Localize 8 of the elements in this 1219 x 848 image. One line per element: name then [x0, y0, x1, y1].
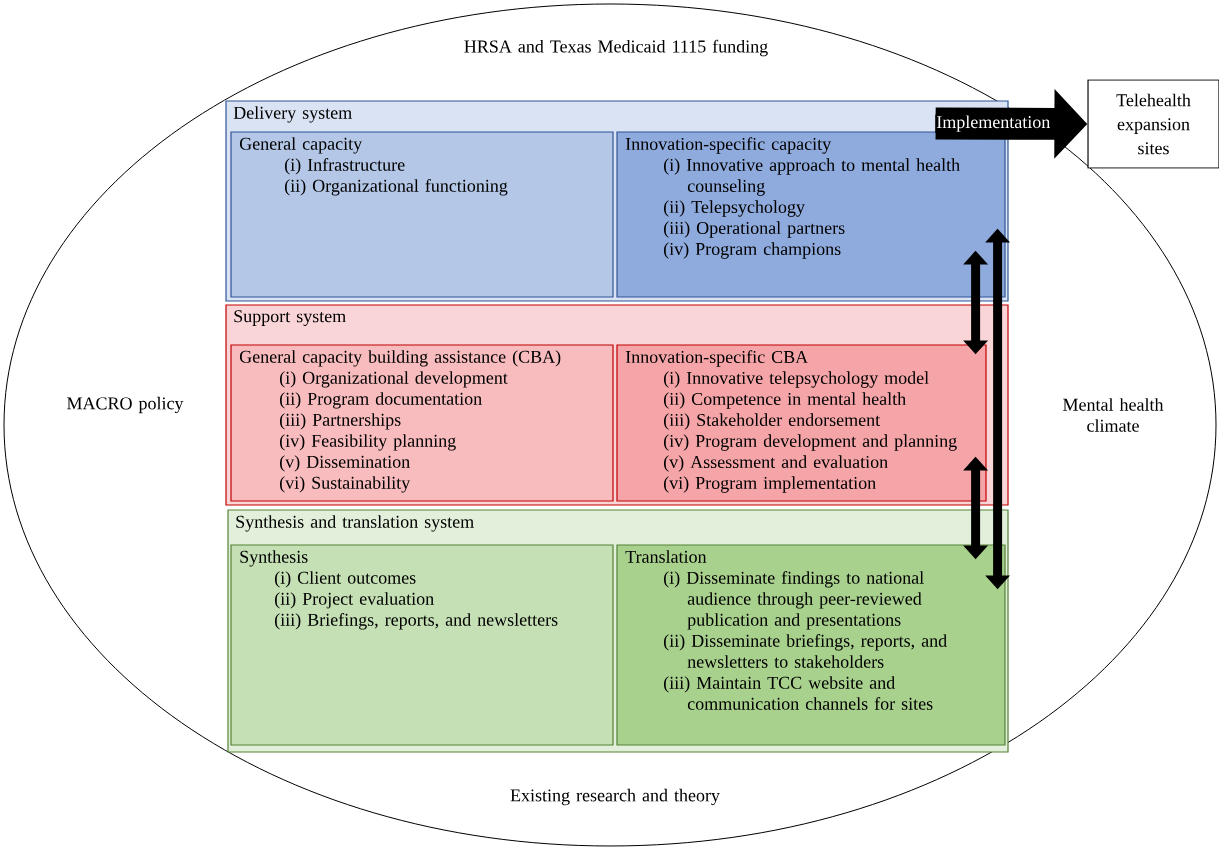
edge-label: Implementation	[935, 114, 1052, 133]
component-box: General capacity (i) Infrastructure (ii) Organizational functioning	[230, 131, 614, 298]
component-box: Innovation-specific capacity (i) Innovative approach to mental health counseling (ii) Telepsychology (iii) Operational partners (iv) Program champions	[616, 131, 1006, 298]
component-box: General capacity building assistance (CBA) (i) Organizational development (ii) Program documentation (iii) Partnerships (iv) Feasibility planning (v) Dissemination (vi) Sustainability	[230, 344, 614, 502]
target-box: Telehealth expansion sites	[1087, 79, 1219, 169]
component-box: Innovation-specific CBA (i) Innovative telepsychology model (ii) Competence in mental health (iii) Stakeholder endorsement (iv) Program development and planning (v) Assessment and evaluation (vi) Program implementation	[616, 344, 987, 502]
component-box: Synthesis (i) Client outcomes (ii) Project evaluation (iii) Briefings, reports, and newsletters	[230, 544, 614, 746]
component-box: Translation (i) Disseminate findings to national audience through peer-reviewed publication and presentations (ii) Disseminate briefings, reports, and newsletters to stakeholders (iii) Maintain TCC website and communication channels for sites	[616, 544, 1006, 746]
